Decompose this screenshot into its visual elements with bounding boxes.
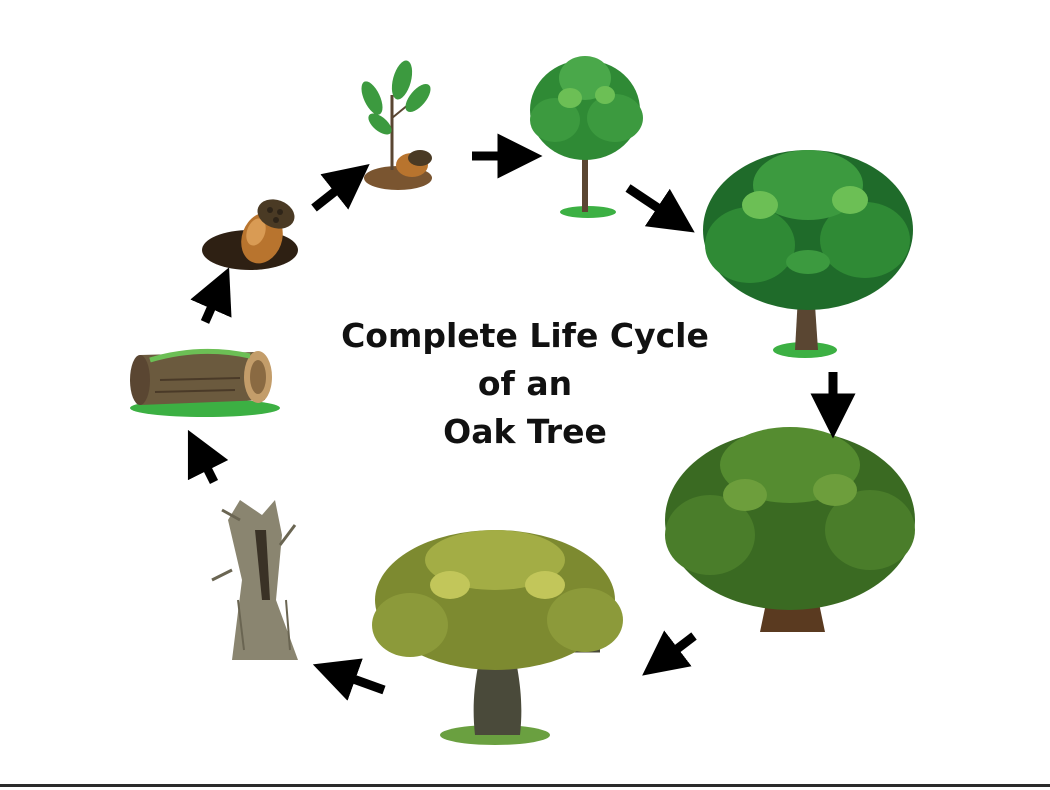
arrow-acorn-to-sprout [311, 164, 370, 212]
mature-tree-stage [665, 427, 915, 632]
sapling-stage [530, 56, 643, 218]
arrow-log-to-acorn [190, 267, 232, 324]
arrow-sapling-to-young-tree [625, 184, 695, 233]
acorn-stage [202, 199, 298, 270]
sprout-stage [361, 60, 432, 190]
dead-tree-stage [211, 500, 298, 660]
bottom-divider [0, 784, 1050, 787]
title-line-2: of an [477, 364, 573, 403]
cycle-arrows [187, 133, 856, 701]
arrow-mature-to-ancient [642, 630, 697, 676]
title-line-1: Complete Life Cycle [341, 316, 709, 355]
diagram-title: Complete Life Cycle of an Oak Tree [300, 312, 750, 456]
young-tree-stage [703, 150, 913, 358]
arrow-ancient-to-dead [312, 658, 386, 701]
ancient-tree-stage [372, 530, 623, 745]
title-line-3: Oak Tree [443, 412, 607, 451]
arrow-dead-to-log [187, 429, 229, 485]
fallen-log-stage [130, 348, 280, 417]
